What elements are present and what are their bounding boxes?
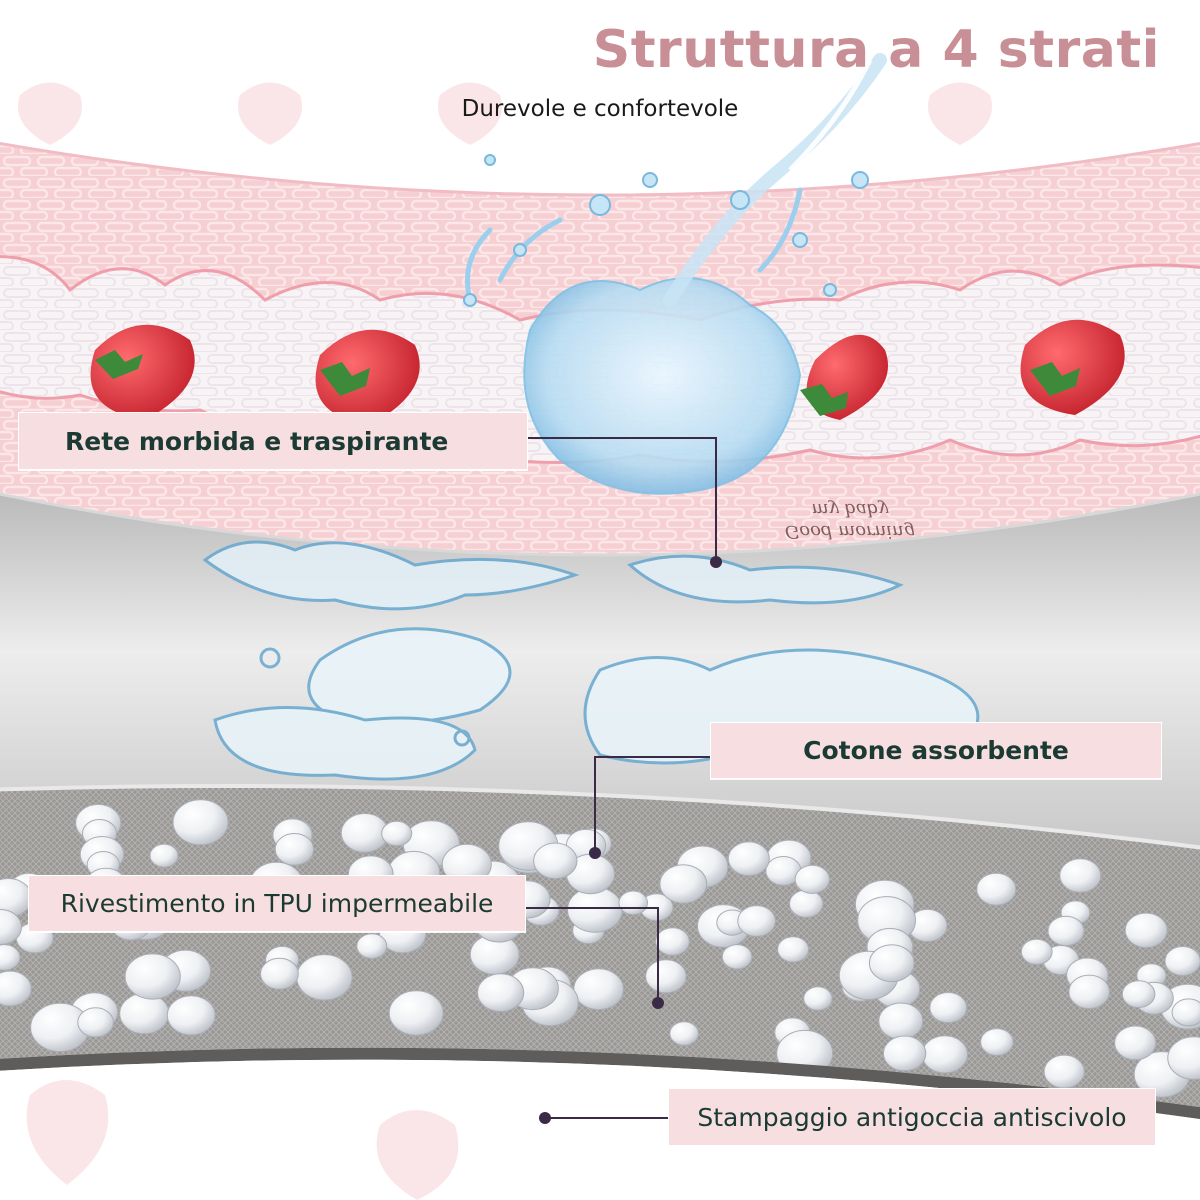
bead bbox=[149, 843, 179, 868]
bead bbox=[669, 1021, 699, 1046]
bead bbox=[721, 944, 753, 970]
bead bbox=[1164, 946, 1200, 976]
bead bbox=[260, 957, 299, 990]
bead bbox=[1167, 1036, 1200, 1080]
bead bbox=[1043, 1054, 1085, 1089]
water-splash-icon bbox=[463, 53, 887, 495]
leader-dot bbox=[652, 997, 664, 1009]
bead bbox=[794, 864, 830, 894]
bead bbox=[1047, 915, 1085, 947]
bead bbox=[878, 1002, 924, 1040]
leader-dot bbox=[589, 847, 601, 859]
bead bbox=[1059, 858, 1102, 893]
bead bbox=[533, 842, 578, 880]
bead bbox=[567, 886, 623, 933]
leader-dot bbox=[539, 1112, 551, 1124]
layer-label-text: Rete morbida e traspirante bbox=[65, 426, 449, 456]
bead bbox=[645, 959, 687, 994]
printed-text-line: Good morning bbox=[784, 521, 916, 542]
bead bbox=[976, 872, 1017, 906]
layer-label-text: Cotone assorbente bbox=[803, 736, 1069, 765]
bead bbox=[882, 1035, 927, 1072]
bead bbox=[1124, 912, 1168, 948]
bead bbox=[172, 799, 229, 846]
layer-label-antislip: Stampaggio antigoccia antiscivolo bbox=[668, 1088, 1156, 1146]
bead bbox=[477, 973, 525, 1012]
bead bbox=[803, 986, 833, 1011]
bead bbox=[1068, 974, 1110, 1009]
bead bbox=[655, 927, 690, 956]
bead bbox=[388, 990, 444, 1036]
layer-label-cotton: Cotone assorbente bbox=[710, 722, 1162, 779]
bead bbox=[0, 909, 22, 945]
layer-label-text: Stampaggio antigoccia antiscivolo bbox=[697, 1102, 1127, 1132]
leader-lines bbox=[520, 437, 717, 1119]
bead bbox=[737, 905, 776, 937]
bead bbox=[929, 992, 968, 1024]
bead bbox=[381, 820, 413, 847]
strawberry-icon bbox=[800, 334, 888, 420]
bead bbox=[777, 936, 810, 963]
printed-text-line: my baby bbox=[811, 499, 889, 520]
page-title: Struttura a 4 strati bbox=[592, 20, 1160, 80]
bead bbox=[980, 1028, 1014, 1056]
strawberry-icon bbox=[90, 324, 195, 420]
bead bbox=[166, 995, 216, 1036]
leader-dot bbox=[710, 556, 722, 568]
bead bbox=[727, 841, 770, 877]
layer-label-tpu: Rivestimento in TPU impermeabile bbox=[28, 875, 526, 932]
bead bbox=[0, 944, 21, 971]
bead bbox=[296, 954, 353, 1001]
bead bbox=[789, 889, 824, 918]
bead bbox=[274, 833, 315, 866]
strawberry-icon bbox=[315, 329, 420, 425]
bead bbox=[124, 953, 181, 1000]
page-subtitle: Durevole e confortevole bbox=[461, 96, 739, 122]
anti-slip-beads bbox=[0, 799, 1200, 1098]
bead bbox=[1171, 998, 1200, 1027]
bead bbox=[921, 1035, 968, 1074]
bead bbox=[618, 890, 649, 916]
bead bbox=[573, 968, 624, 1011]
bead bbox=[868, 944, 915, 983]
layer-label-mesh: Rete morbida e traspirante bbox=[18, 412, 528, 470]
bead bbox=[1020, 938, 1053, 965]
bead bbox=[119, 992, 170, 1035]
bead bbox=[659, 864, 708, 904]
bead bbox=[356, 933, 388, 959]
bead bbox=[77, 1007, 114, 1038]
bead bbox=[1121, 980, 1156, 1008]
layer-label-text: Rivestimento in TPU impermeabile bbox=[60, 889, 494, 918]
strawberry-icon bbox=[1020, 319, 1125, 415]
bead bbox=[0, 970, 32, 1007]
printed-text: Good morning my baby bbox=[745, 498, 955, 542]
bead bbox=[1114, 1025, 1157, 1061]
